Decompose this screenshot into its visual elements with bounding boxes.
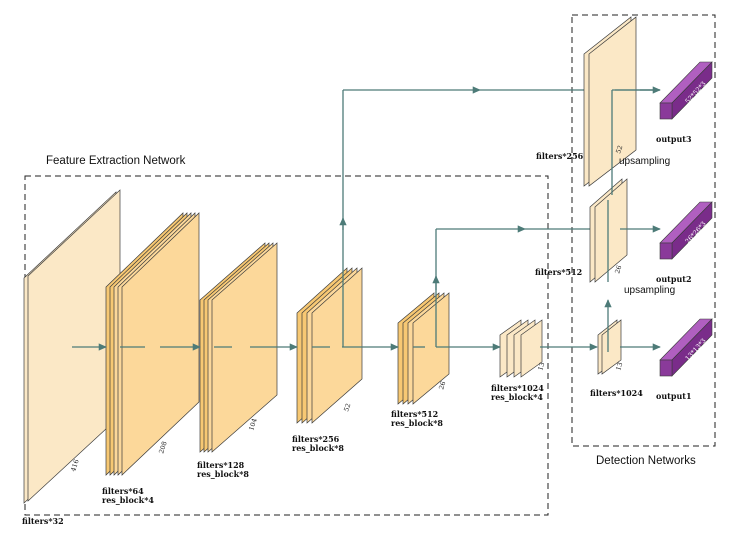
feature-extraction-title: Feature Extraction Network	[46, 155, 186, 167]
stage1-filters-label: filters*64	[102, 486, 144, 496]
detection-region	[571, 14, 716, 447]
upsampling-top-label: upsampling	[619, 156, 670, 167]
stage4-dim-label: 26	[437, 380, 447, 390]
stage4-res-label: res_block*8	[391, 418, 443, 428]
upsampling-mid-label: upsampling	[624, 285, 675, 296]
stage3-dim-label: 52	[342, 402, 352, 412]
head1-dim-label: 13	[614, 361, 624, 371]
output3-label: output3	[656, 134, 692, 144]
skip-route-52	[339, 86, 604, 347]
stage5-res-label: res_block*4	[491, 392, 543, 402]
head2-block	[589, 178, 628, 283]
output1-label: output1	[656, 391, 692, 401]
detection-title: Detection Networks	[596, 455, 696, 467]
output2-prism	[659, 201, 713, 260]
stage3-res-label: res_block*8	[292, 443, 344, 453]
output1-prism	[659, 318, 713, 377]
stage2-dim-label: 104	[247, 417, 258, 431]
stage2-res-label: res_block*8	[197, 469, 249, 479]
input-block	[23, 189, 121, 504]
stage2-filters-label: filters*128	[197, 460, 245, 470]
stage4-filters-label: filters*512	[391, 409, 438, 419]
detection-arrows	[604, 86, 661, 352]
output2-label: output2	[656, 274, 692, 284]
stage1-dim-label: 208	[157, 440, 168, 454]
stage1-res-label: res_block*4	[102, 495, 154, 505]
stage3-block	[296, 267, 363, 424]
input-dim-label: 416	[69, 458, 80, 472]
stage5-block	[499, 319, 543, 378]
stage1-block	[105, 212, 200, 476]
head3-filters-label: filters*256	[536, 151, 584, 161]
head1-filters-label: filters*1024	[590, 388, 643, 398]
stage3-filters-label: filters*256	[292, 434, 340, 444]
head2-filters-label: filters*512	[535, 267, 582, 277]
input-filters-label: filters*32	[22, 516, 64, 526]
stage5-filters-label: filters*1024	[491, 383, 544, 393]
head3-dim-label: 52	[614, 144, 624, 154]
head2-dim-label: 26	[613, 264, 623, 274]
stage5-dim-label: 13	[536, 361, 546, 371]
stage4-block	[397, 292, 450, 405]
stage2-block	[199, 242, 278, 453]
output3-prism	[659, 61, 713, 120]
